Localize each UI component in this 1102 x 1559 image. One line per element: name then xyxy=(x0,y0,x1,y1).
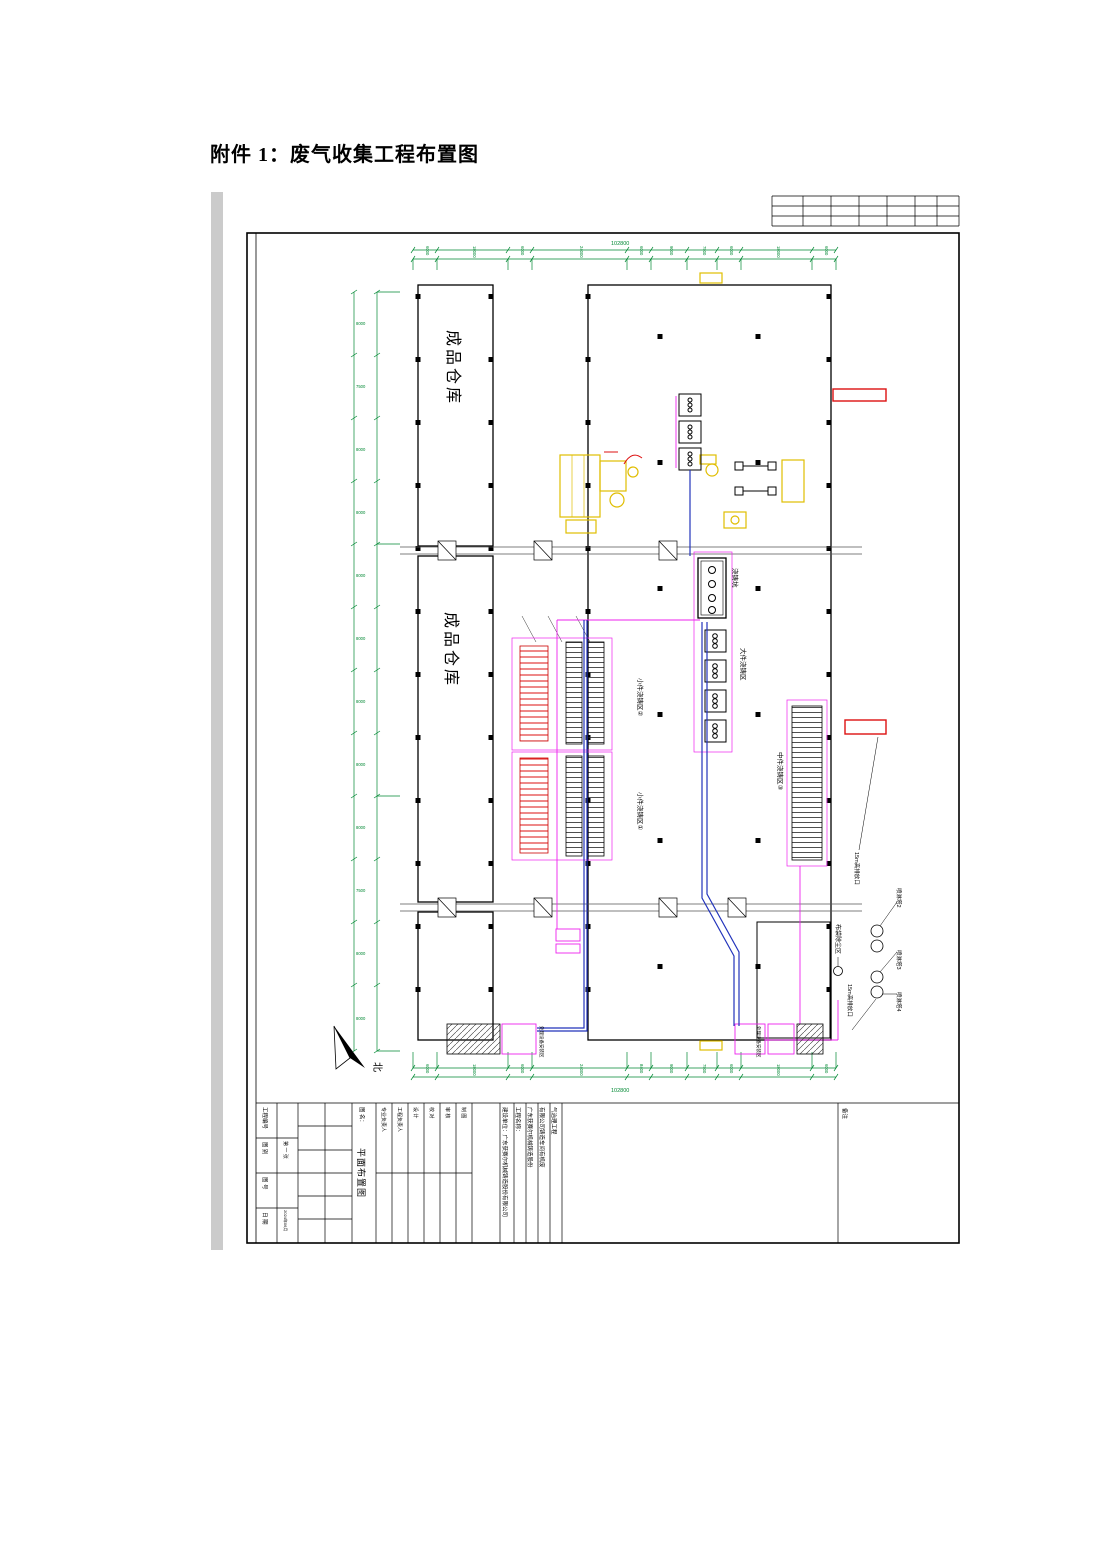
dim-top-7: 6000 xyxy=(729,246,734,256)
dim-left-8: 8000 xyxy=(356,825,366,830)
dim-left-4: 8000 xyxy=(356,573,366,578)
north-label: 北 xyxy=(371,1062,383,1072)
dim-bot-2: 6000 xyxy=(520,1064,525,1074)
dim-left-5: 8000 xyxy=(356,636,366,641)
title-block: 工程编号 图 别 图 号 日 期 第 一 张 2024年06月 图 名： 平面布… xyxy=(256,1102,959,1243)
medium-casting3-label: 中件浇铸区③ xyxy=(776,752,785,791)
dim-left-7: 8000 xyxy=(356,762,366,767)
dim-top-2: 6000 xyxy=(520,246,525,256)
equipment-yellow xyxy=(559,272,805,1051)
dim-top-4: 6000 xyxy=(639,246,644,256)
ducts-blue xyxy=(537,470,740,1032)
north-arrow: 北 xyxy=(333,1025,383,1072)
tb-role-3: 校 对 xyxy=(428,1107,435,1118)
tb-project-no-label: 工程编号 xyxy=(261,1107,269,1130)
large-casting-label: 大件浇铸区 xyxy=(739,648,748,681)
bag-filter-label: 布袋除尘区 xyxy=(834,924,842,954)
tb-role-4: 审 核 xyxy=(444,1107,451,1118)
dim-top-1: 18000 xyxy=(472,246,477,258)
tb-sheet-value: 第 一 张 xyxy=(282,1141,289,1159)
tb-fig-type-label: 图 别 xyxy=(261,1142,269,1155)
dim-top-total: 102800 xyxy=(611,241,629,247)
drawing-frame xyxy=(246,195,960,1244)
dim-bot-4: 8400 xyxy=(639,1064,644,1074)
equipment-red-marks xyxy=(604,451,643,465)
dimension-lines: 102800 102800 6000 18000 6000 24000 6000… xyxy=(350,241,839,1094)
equip-area-left-label: 处理设备安装区 xyxy=(538,1026,545,1058)
dim-top-9: 6000 xyxy=(824,246,829,256)
machines-black xyxy=(678,393,727,743)
equip-install-areas xyxy=(446,1023,824,1055)
dim-bot-6: 7500 xyxy=(702,1064,707,1074)
equipment-barbells xyxy=(734,461,777,496)
spray-tower4-label: 喷淋塔4 xyxy=(895,992,903,1012)
tb-fig-name-label: 图 名： xyxy=(358,1107,366,1125)
tb-date-value: 2024年06月 xyxy=(283,1210,289,1231)
right-annotations xyxy=(833,736,898,1031)
dim-left-6: 8000 xyxy=(356,699,366,704)
tb-role-2: 设 计 xyxy=(412,1107,419,1118)
dim-bottom-total: 102800 xyxy=(611,1088,629,1094)
tb-project-name-l1: 广东获赛尔机械铸造股份 xyxy=(526,1107,534,1168)
small-casting2-label: 小件浇铸区② xyxy=(636,678,645,717)
tb-project-name-l2: 有限公司铸造车间有机废 xyxy=(538,1107,546,1168)
dim-top-3: 24000 xyxy=(579,246,584,258)
internal-roads xyxy=(400,540,862,918)
tb-fig-no-label: 图 号 xyxy=(261,1177,269,1190)
equip-area-right-label: 处理设备安装区 xyxy=(755,1026,762,1058)
tb-role-0: 专业负责人 xyxy=(380,1107,387,1132)
dim-bot-3: 24000 xyxy=(579,1064,584,1076)
tb-role-5: 制 图 xyxy=(460,1107,467,1118)
scan-edge-shadow xyxy=(211,192,223,1250)
dim-left-11: 8000 xyxy=(356,1016,366,1021)
attachment-title: 附件 1：废气收集工程布置图 xyxy=(210,144,479,166)
spray-tower3-label: 喷淋塔3 xyxy=(895,950,903,970)
tb-fig-name: 平面布置图 xyxy=(356,1148,367,1198)
dim-top-5: 9000 xyxy=(669,246,674,256)
dim-top-8: 18000 xyxy=(776,246,781,258)
casting-racks xyxy=(519,615,823,861)
dim-left-10: 8000 xyxy=(356,951,366,956)
ducts-magenta xyxy=(501,396,839,1055)
spray-tower2-label: 喷淋塔2 xyxy=(895,888,903,908)
tb-build-unit: 建设单位：广东获赛尔机械铸造股份有限公司 xyxy=(501,1107,509,1217)
dim-bot-7: 6000 xyxy=(729,1064,734,1074)
tb-project-name-l3: 气治理工程 xyxy=(550,1107,558,1135)
exhaust-red xyxy=(832,388,887,735)
dim-bot-0: 6000 xyxy=(425,1064,430,1074)
dim-left-0: 8000 xyxy=(356,321,366,326)
dim-bot-8: 18000 xyxy=(776,1064,781,1076)
casting-pit-label: 浇铸坑 xyxy=(731,568,740,588)
dim-left-2: 8000 xyxy=(356,447,366,452)
tb-date-label: 日 期 xyxy=(261,1212,268,1225)
tb-role-1: 工程负责人 xyxy=(396,1107,403,1132)
warehouse1-label: 成品仓库 xyxy=(444,330,462,406)
outlet-15m-a-label: 15m高排放口 xyxy=(853,852,861,885)
dim-left-3: 8000 xyxy=(356,510,366,515)
dim-left-9: 7500 xyxy=(356,888,366,893)
dim-top-6: 7500 xyxy=(702,246,707,256)
dim-bot-9: 6000 xyxy=(824,1064,829,1074)
dim-bot-1: 18000 xyxy=(472,1064,477,1076)
revision-table xyxy=(771,195,960,227)
drawing-labels: 成品仓库 成品仓库 浇铸坑 大件浇铸区 小件浇铸区② 小件浇铸区① 中件浇铸区③… xyxy=(442,330,903,1058)
building-outlines xyxy=(415,284,832,1041)
warehouse2-label: 成品仓库 xyxy=(442,612,460,688)
outlet-15m-b-label: 15m高排放口 xyxy=(846,984,854,1017)
dim-left-1: 7500 xyxy=(356,384,366,389)
small-casting1-label: 小件浇铸区① xyxy=(636,792,645,831)
tb-note-label: 备注 xyxy=(841,1108,849,1120)
dim-bot-5: 9000 xyxy=(669,1064,674,1074)
tb-project-name-label: 工程名称： xyxy=(514,1107,522,1135)
dim-top-0: 6000 xyxy=(425,246,430,256)
